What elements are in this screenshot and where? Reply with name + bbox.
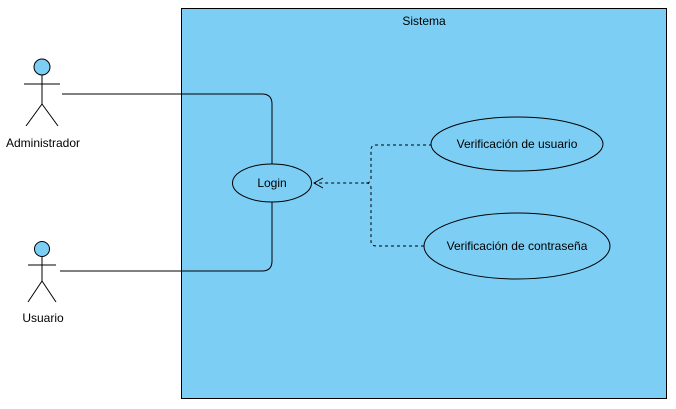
actor-admin-head-icon: [33, 58, 51, 76]
system-box[interactable]: [181, 8, 667, 399]
use-case-verify-password-shape[interactable]: [423, 212, 611, 280]
actor-user-left-leg: [27, 280, 43, 303]
association-admin-login[interactable]: [62, 93, 273, 166]
use-case-verify-user-label: Verificación de usuario: [457, 137, 578, 151]
system-title: Sistema: [402, 14, 446, 28]
include-verify-user[interactable]: [312, 144, 432, 189]
actor-user-head-icon: [34, 241, 50, 257]
actor-admin-left-leg: [25, 103, 43, 127]
use-case-login-shape[interactable]: [232, 163, 312, 203]
actor-user-right-leg: [41, 280, 57, 303]
use-case-verify-password-label: Verificación de contraseña: [447, 239, 588, 253]
actor-admin[interactable]: Administrador: [6, 58, 80, 150]
system-boundary[interactable]: Sistema: [181, 8, 667, 399]
include-verify-password[interactable]: [365, 182, 424, 247]
use-case-verify-password[interactable]: Verificación de contraseña: [423, 212, 611, 280]
actor-user[interactable]: Usuario: [22, 241, 64, 326]
actor-admin-label: Administrador: [6, 136, 80, 150]
use-case-login-label: Login: [257, 176, 286, 190]
actor-user-label: Usuario: [22, 311, 64, 325]
use-case-verify-user-shape[interactable]: [430, 116, 604, 172]
association-user-login[interactable]: [60, 201, 273, 272]
use-case-verify-user[interactable]: Verificación de usuario: [430, 116, 604, 172]
actor-admin-right-leg: [41, 103, 59, 127]
use-case-login[interactable]: Login: [232, 163, 312, 203]
